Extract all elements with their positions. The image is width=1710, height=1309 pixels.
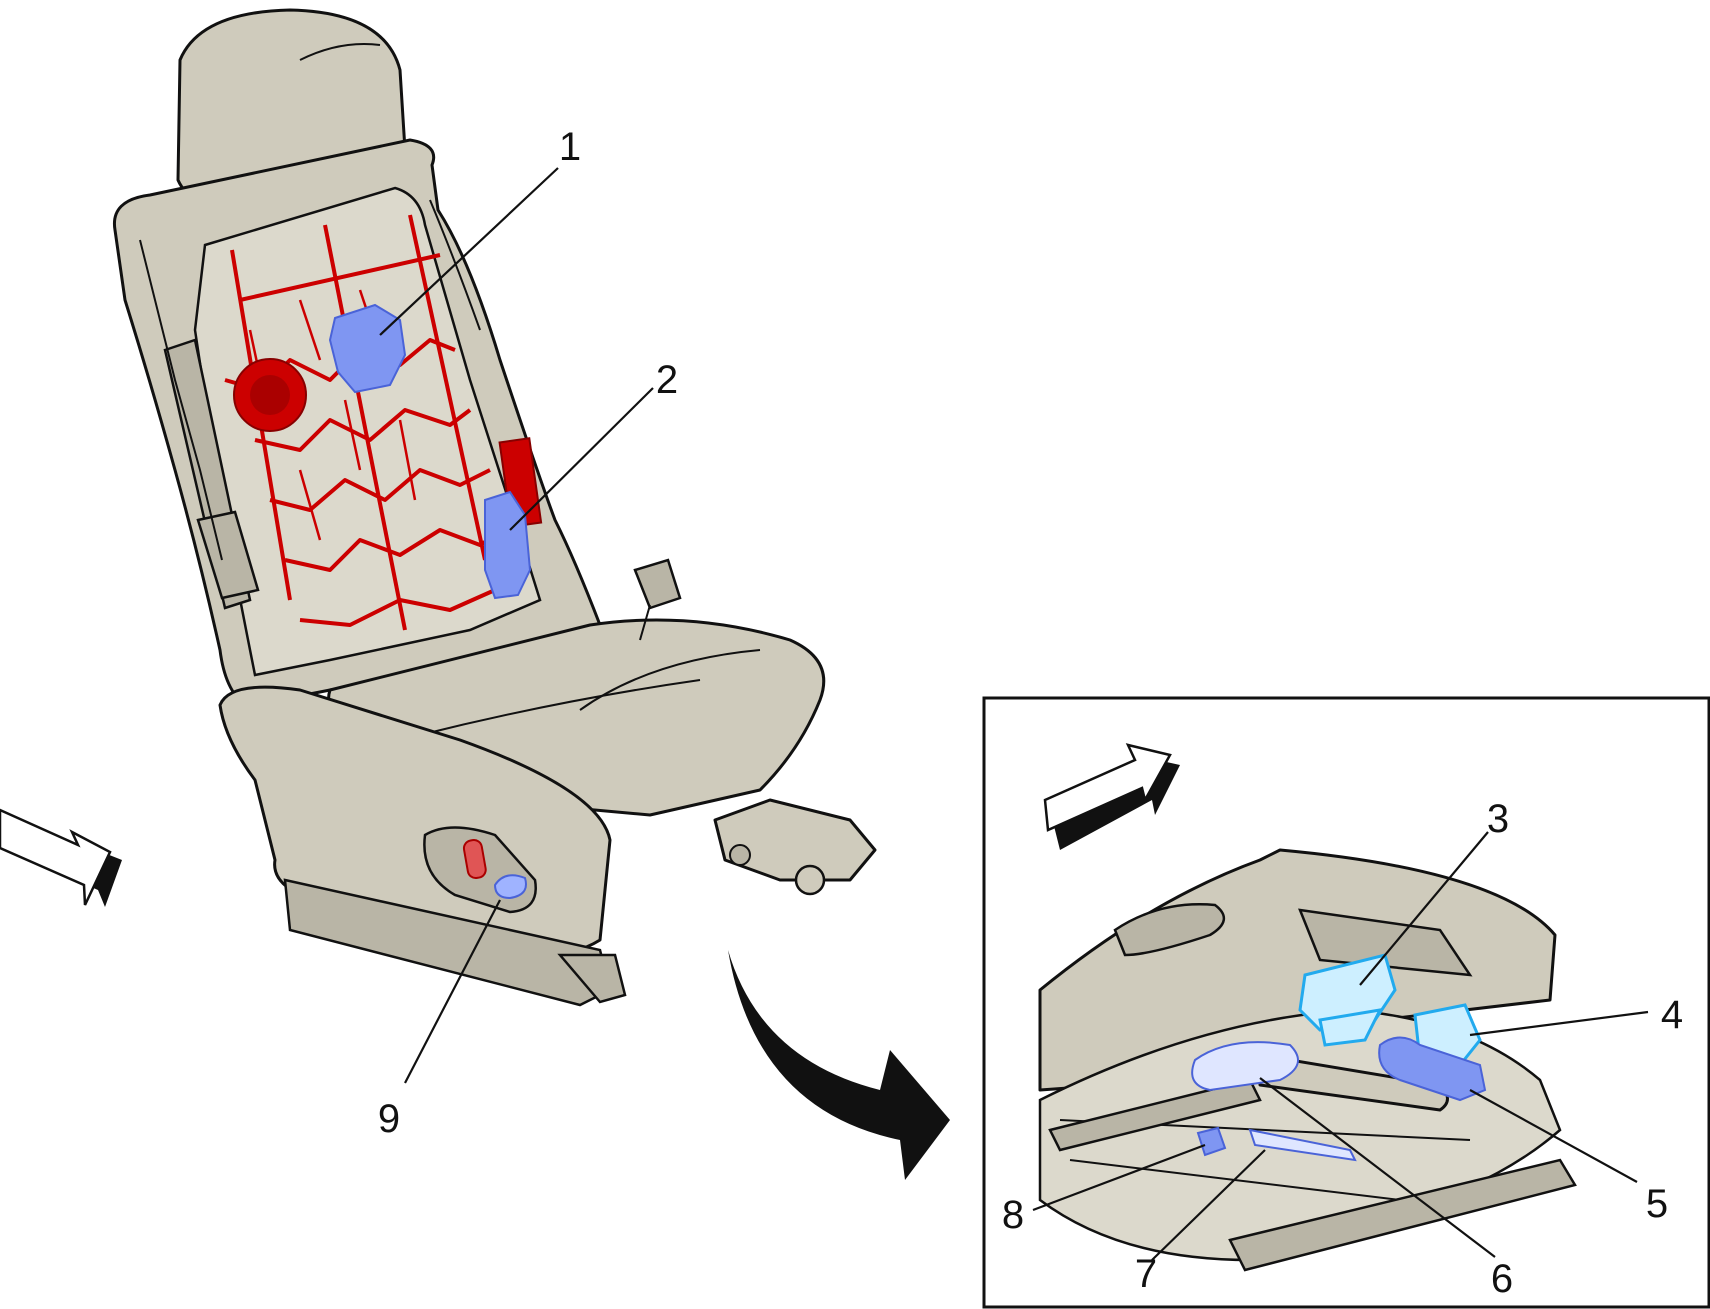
callout-1: 1 <box>559 125 581 169</box>
component-2-module <box>484 490 532 600</box>
seat-back-frame <box>224 214 543 631</box>
leader-3 <box>1359 831 1489 986</box>
callout-6: 6 <box>1491 1257 1513 1301</box>
callout-2: 2 <box>656 358 678 402</box>
front-direction-arrow <box>0 808 122 907</box>
inset-direction-arrow <box>1043 743 1180 850</box>
callout-7: 7 <box>1135 1252 1157 1296</box>
leader-9 <box>404 899 501 1084</box>
component-6-sensor-mat <box>1191 1041 1299 1092</box>
leader-1 <box>379 167 559 336</box>
seat-switch-9 <box>493 874 527 900</box>
leader-5 <box>1469 1089 1638 1183</box>
component-5-housing <box>1378 1036 1487 1102</box>
callout-labels: 1 2 3 4 5 6 7 8 9 <box>378 125 1683 1301</box>
callout-9: 9 <box>378 1097 400 1141</box>
leader-4 <box>1469 1010 1649 1037</box>
leader-7 <box>1151 1149 1266 1261</box>
callout-3: 3 <box>1487 797 1509 841</box>
leader-2 <box>509 387 654 531</box>
callout-8: 8 <box>1002 1193 1024 1237</box>
callout-leaders <box>379 167 1649 1261</box>
seat-adjuster-rear <box>713 798 877 882</box>
seat-belt-buckle <box>633 558 682 610</box>
callout-4: 4 <box>1661 993 1683 1037</box>
seat-illustration <box>112 8 877 1007</box>
detail-inset <box>982 696 1710 1309</box>
component-1-module <box>328 303 407 394</box>
component-8-connector <box>1196 1126 1227 1157</box>
leader-6 <box>1259 1077 1496 1258</box>
callout-5: 5 <box>1646 1182 1668 1226</box>
leader-8 <box>1032 1143 1206 1212</box>
detail-transition-arrow <box>728 950 950 1180</box>
